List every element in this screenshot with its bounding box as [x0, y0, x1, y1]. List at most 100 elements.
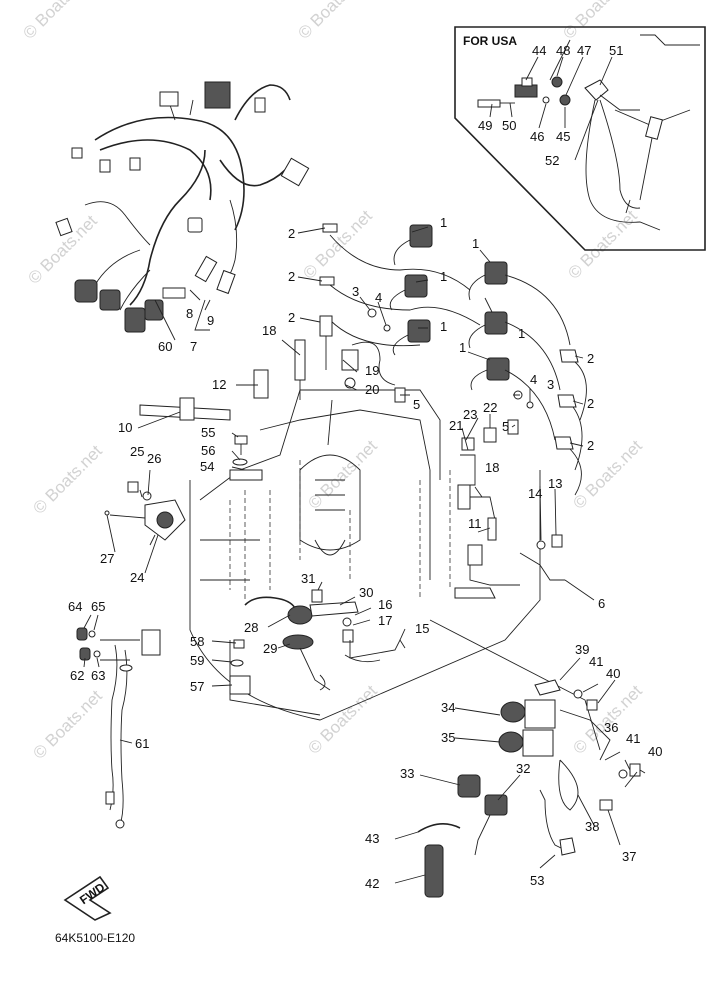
callout-47: 47: [577, 43, 591, 58]
callout-40: 40: [648, 744, 662, 759]
callout-59: 59: [190, 653, 204, 668]
watermark: © Boats.net: [19, 0, 96, 43]
callout-36: 36: [604, 720, 618, 735]
callout-56: 56: [201, 443, 215, 458]
callout-1: 1: [518, 326, 525, 341]
callout-54: 54: [200, 459, 214, 474]
callout-63: 63: [91, 668, 105, 683]
callout-60: 60: [158, 339, 172, 354]
watermark: © Boats.net: [294, 0, 371, 43]
callout-2: 2: [587, 396, 594, 411]
callout-58: 58: [190, 634, 204, 649]
callout-25: 25: [130, 444, 144, 459]
fwd-arrow: FWD: [63, 875, 112, 921]
callout-22: 22: [483, 400, 497, 415]
usa-inset: FOR USA: [454, 26, 706, 251]
callout-48: 48: [556, 43, 570, 58]
callout-42: 42: [365, 876, 379, 891]
callout-27: 27: [100, 551, 114, 566]
callout-62: 62: [70, 668, 84, 683]
diagram-code: 64K5100-E120: [55, 931, 135, 945]
callout-5: 5: [502, 419, 509, 434]
callout-32: 32: [516, 761, 530, 776]
callout-labels: 1 1 1 1 1 1 1 2 2 2 2 2 2 3 3 4 4 5 5 6 …: [68, 43, 662, 891]
callout-46: 46: [530, 129, 544, 144]
fwd-label: FWD: [77, 880, 108, 907]
callout-3: 3: [352, 284, 359, 299]
leader-lines: [83, 56, 646, 884]
callout-4: 4: [530, 372, 537, 387]
watermark: © Boats.net: [304, 436, 381, 513]
callout-50: 50: [502, 118, 516, 133]
callout-2: 2: [587, 351, 594, 366]
callout-57: 57: [190, 679, 204, 694]
callout-21: 21: [449, 418, 463, 433]
center-parts: [139, 339, 565, 599]
callout-18: 18: [485, 460, 499, 475]
inset-title: FOR USA: [463, 34, 517, 48]
callout-43: 43: [365, 831, 379, 846]
callout-65: 65: [91, 599, 105, 614]
watermark: © Boats.net: [564, 206, 641, 283]
callout-19: 19: [365, 363, 379, 378]
callout-64: 64: [68, 599, 82, 614]
callout-35: 35: [441, 730, 455, 745]
callout-2: 2: [288, 226, 295, 241]
callout-28: 28: [244, 620, 258, 635]
callout-11: 11: [468, 516, 482, 531]
callout-37: 37: [622, 849, 636, 864]
callout-40: 40: [606, 666, 620, 681]
left-parts: [104, 481, 186, 546]
callout-17: 17: [378, 613, 392, 628]
callout-3: 3: [547, 377, 554, 392]
callout-44: 44: [532, 43, 546, 58]
callout-18: 18: [262, 323, 276, 338]
callout-1: 1: [440, 319, 447, 334]
callout-2: 2: [288, 269, 295, 284]
watermark: © Boats.net: [299, 206, 376, 283]
callout-15: 15: [415, 621, 429, 636]
watermark: © Boats.net: [29, 686, 106, 763]
callout-1: 1: [472, 236, 479, 251]
watermark: © Boats.net: [559, 0, 636, 43]
callout-23: 23: [463, 407, 477, 422]
callout-41: 41: [589, 654, 603, 669]
wire-harness: [55, 81, 310, 341]
callout-9: 9: [207, 313, 214, 328]
callout-61: 61: [135, 736, 149, 751]
lower-right-parts: [417, 619, 641, 898]
callout-2: 2: [587, 438, 594, 453]
callout-39: 39: [575, 642, 589, 657]
callout-30: 30: [359, 585, 373, 600]
callout-55: 55: [201, 425, 215, 440]
callout-2: 2: [288, 310, 295, 325]
callout-38: 38: [585, 819, 599, 834]
callout-52: 52: [545, 153, 559, 168]
watermark: © Boats.net: [29, 441, 106, 518]
lower-left-harness: [76, 627, 161, 829]
callout-20: 20: [365, 382, 379, 397]
callout-33: 33: [400, 766, 414, 781]
callout-6: 6: [598, 596, 605, 611]
lower-middle-parts: [229, 589, 406, 695]
callout-13: 13: [548, 476, 562, 491]
callout-41: 41: [626, 731, 640, 746]
callout-51: 51: [609, 43, 623, 58]
callout-26: 26: [147, 451, 161, 466]
callout-7: 7: [190, 339, 197, 354]
engine-block: [189, 389, 541, 721]
callout-14: 14: [528, 486, 542, 501]
callout-4: 4: [375, 290, 382, 305]
callout-1: 1: [459, 340, 466, 355]
callout-5: 5: [413, 397, 420, 412]
callout-1: 1: [440, 269, 447, 284]
callout-45: 45: [556, 129, 570, 144]
callout-31: 31: [301, 571, 315, 586]
callout-10: 10: [118, 420, 132, 435]
callout-8: 8: [186, 306, 193, 321]
callout-12: 12: [212, 377, 226, 392]
callout-29: 29: [263, 641, 277, 656]
callout-49: 49: [478, 118, 492, 133]
callout-1: 1: [440, 215, 447, 230]
callout-34: 34: [441, 700, 455, 715]
